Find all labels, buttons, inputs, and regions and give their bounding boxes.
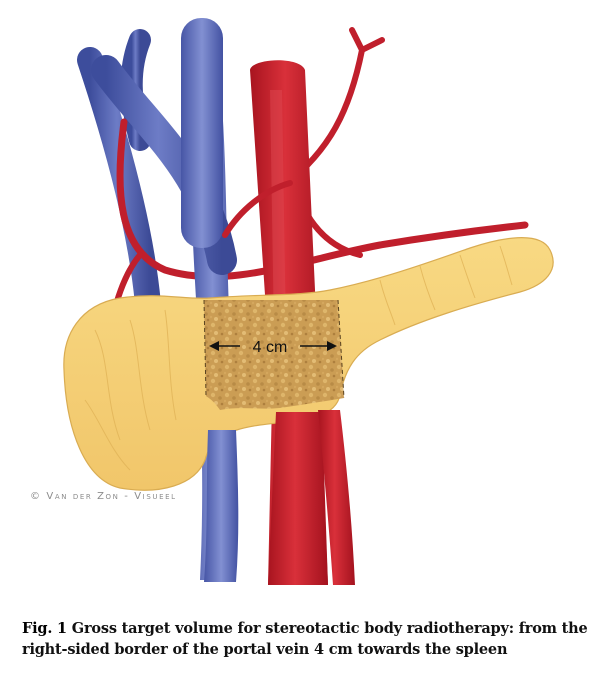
vein-top	[181, 18, 223, 248]
measurement-label: 4 cm	[253, 339, 288, 356]
figure-caption: Fig. 1 Gross target volume for stereotac…	[22, 618, 592, 660]
target-left-border	[203, 299, 207, 397]
artery-crossing	[222, 180, 293, 238]
caption-text: Gross target volume for stereotactic bod…	[22, 620, 588, 658]
pancreas-texture	[84, 245, 513, 471]
anatomy-illustration: 4 cm	[63, 18, 554, 586]
caption-label: Fig. 1	[22, 620, 67, 637]
artery-lower-right	[318, 410, 355, 585]
copyright-credit: © Van der Zon - Visueel	[30, 491, 177, 502]
measurement-arrow	[209, 341, 337, 351]
vein-lower-front	[204, 430, 239, 582]
target-volume	[204, 300, 344, 410]
artery-branch-left	[116, 118, 529, 281]
artery-lower-front	[268, 412, 328, 585]
target-right-border	[337, 299, 345, 399]
